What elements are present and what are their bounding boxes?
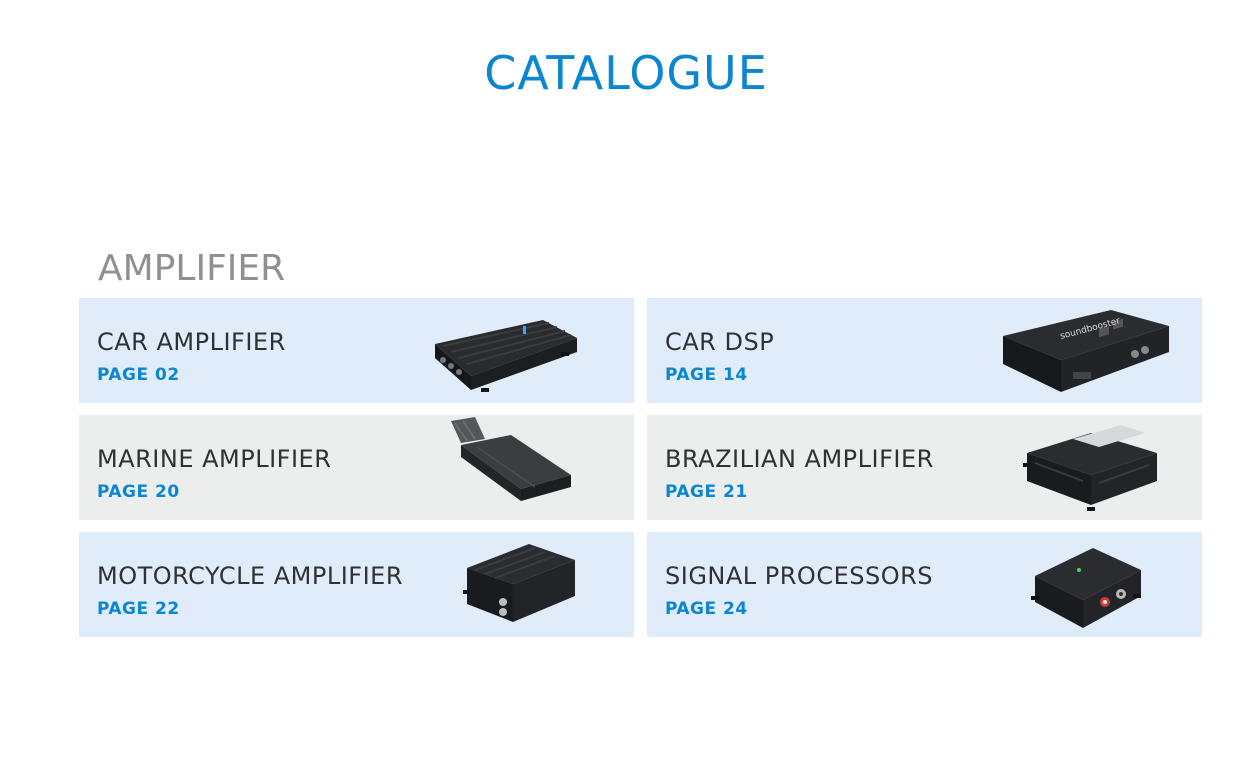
brazilian-amplifier-image: [1023, 425, 1157, 511]
motorcycle-amplifier-image: [463, 544, 575, 622]
card-title: CAR DSP: [665, 328, 775, 356]
card-page-link[interactable]: PAGE 20: [97, 482, 180, 502]
car-amplifier-image: [435, 320, 577, 392]
card-title: SIGNAL PROCESSORS: [665, 562, 934, 590]
catalogue-card-signal-processors[interactable]: SIGNAL PROCESSORS PAGE 24: [647, 532, 1202, 637]
catalogue-card-marine-amplifier[interactable]: MARINE AMPLIFIER PAGE 20: [79, 415, 634, 520]
signal-processor-image: [1031, 548, 1141, 628]
card-page-link[interactable]: PAGE 22: [97, 599, 180, 619]
car-dsp-image: soundbooster: [1003, 310, 1169, 392]
marine-amplifier-image: [451, 417, 571, 501]
card-title: BRAZILIAN AMPLIFIER: [665, 445, 934, 473]
card-title: MARINE AMPLIFIER: [97, 445, 332, 473]
card-page-link[interactable]: PAGE 24: [665, 599, 748, 619]
catalogue-card-car-dsp[interactable]: CAR DSP PAGE 14 soundbooster: [647, 298, 1202, 403]
section-title: AMPLIFIER: [98, 248, 286, 289]
catalogue-card-car-amplifier[interactable]: CAR AMPLIFIER PAGE 02: [79, 298, 634, 403]
card-page-link[interactable]: PAGE 02: [97, 365, 180, 385]
card-title: MOTORCYCLE AMPLIFIER: [97, 562, 404, 590]
catalogue-card-brazilian-amplifier[interactable]: BRAZILIAN AMPLIFIER PAGE 21: [647, 415, 1202, 520]
card-title: CAR AMPLIFIER: [97, 328, 286, 356]
page-title: CATALOGUE: [484, 46, 768, 100]
catalogue-card-motorcycle-amplifier[interactable]: MOTORCYCLE AMPLIFIER PAGE 22: [79, 532, 634, 637]
card-page-link[interactable]: PAGE 14: [665, 365, 748, 385]
card-page-link[interactable]: PAGE 21: [665, 482, 748, 502]
